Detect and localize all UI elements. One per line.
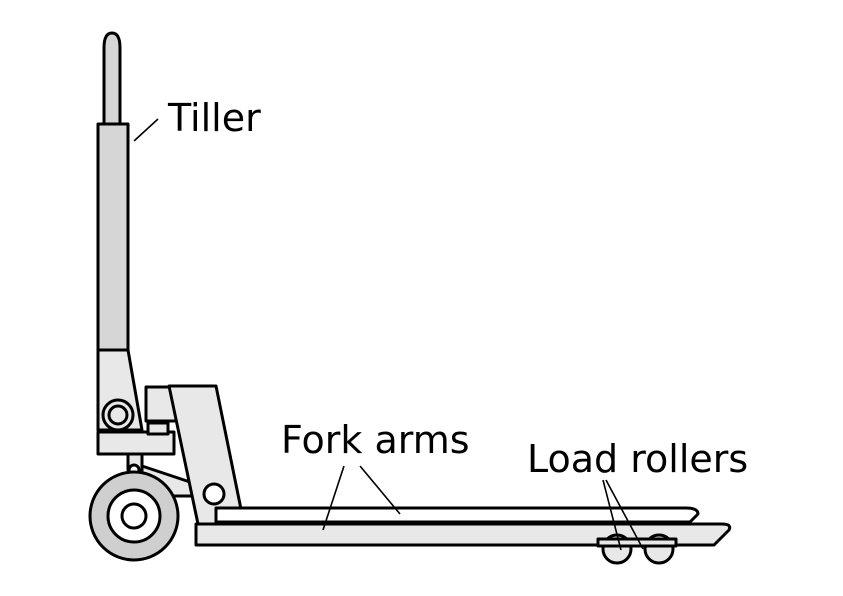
tiller-label: Tiller: [167, 96, 261, 140]
load-rollers-label: Load rollers: [527, 437, 748, 481]
load-rollers-leader-rear: [602, 479, 622, 551]
pump-pivot-inner: [107, 404, 129, 426]
fork-arms-leader-front: [322, 465, 345, 531]
roller-bracket: [596, 537, 678, 548]
chassis-pivot: [202, 482, 226, 506]
steer-wheel-hub: [120, 502, 148, 530]
tiller-leader: [133, 118, 159, 142]
tiller-shaft: [96, 122, 130, 352]
fork-arm-front: [194, 522, 732, 547]
chassis-plate: [167, 384, 246, 526]
fork-arms-leader-rear: [359, 465, 401, 515]
tiller-grip: [102, 31, 122, 126]
fork-arm-rear: [214, 506, 700, 524]
load-rollers-leader-front: [605, 479, 644, 550]
fork-arms-label: Fork arms: [281, 418, 470, 462]
pump-base-nut: [146, 421, 170, 436]
